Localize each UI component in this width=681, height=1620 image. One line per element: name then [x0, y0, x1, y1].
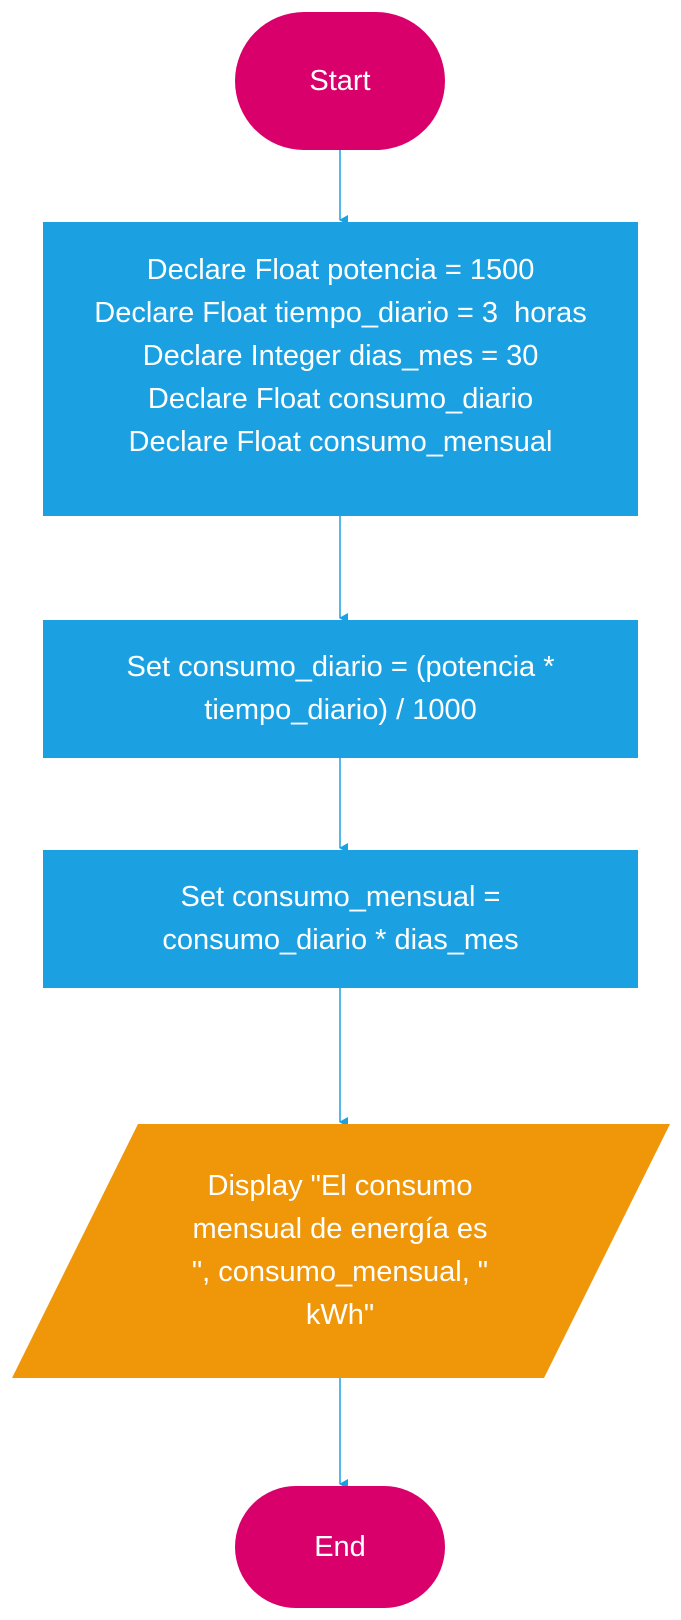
set-mensual-line-1: Set consumo_mensual = — [180, 881, 501, 913]
display-io-parallelogram — [12, 1124, 670, 1378]
set-mensual-line-2: consumo_diario * dias_mes — [162, 924, 519, 956]
set-diario-line-2: tiempo_diario) / 1000 — [204, 694, 477, 726]
set-consumo-diario-process-box — [43, 620, 638, 758]
declare-line-4: Declare Float consumo_diario — [147, 382, 534, 415]
set-diario-line-1: Set consumo_diario = (potencia * — [126, 651, 555, 683]
display-line-2: mensual de energía es — [192, 1213, 488, 1245]
declare-line-2: Declare Float tiempo_diario = 3 horas — [94, 296, 587, 329]
end-terminal — [235, 1486, 445, 1608]
set-consumo-mensual-label: Set consumo_mensual = consumo_diario * di… — [43, 850, 638, 988]
display-line-1: Display "El consumo — [207, 1170, 473, 1202]
declare-line-1: Declare Float potencia = 1500 — [146, 253, 535, 286]
start-terminal — [235, 12, 445, 150]
declare-line-3: Declare Integer dias_mes = 30 — [142, 339, 539, 372]
end-label: End — [235, 1486, 445, 1608]
start-line-1: Start — [309, 64, 371, 97]
set-consumo-diario-label: Set consumo_diario = (potencia * tiempo_d… — [43, 620, 638, 758]
display-label: Display "El consumo mensual de energía es… — [120, 1124, 560, 1378]
end-line-1: End — [314, 1530, 366, 1563]
start-label: Start — [235, 12, 445, 150]
declare-line-5: Declare Float consumo_mensual — [128, 425, 553, 458]
set-consumo-mensual-process-box — [43, 850, 638, 988]
display-line-3: ", consumo_mensual, " — [191, 1256, 489, 1288]
declare-process-box — [43, 222, 638, 516]
display-line-4: kWh" — [305, 1299, 375, 1331]
